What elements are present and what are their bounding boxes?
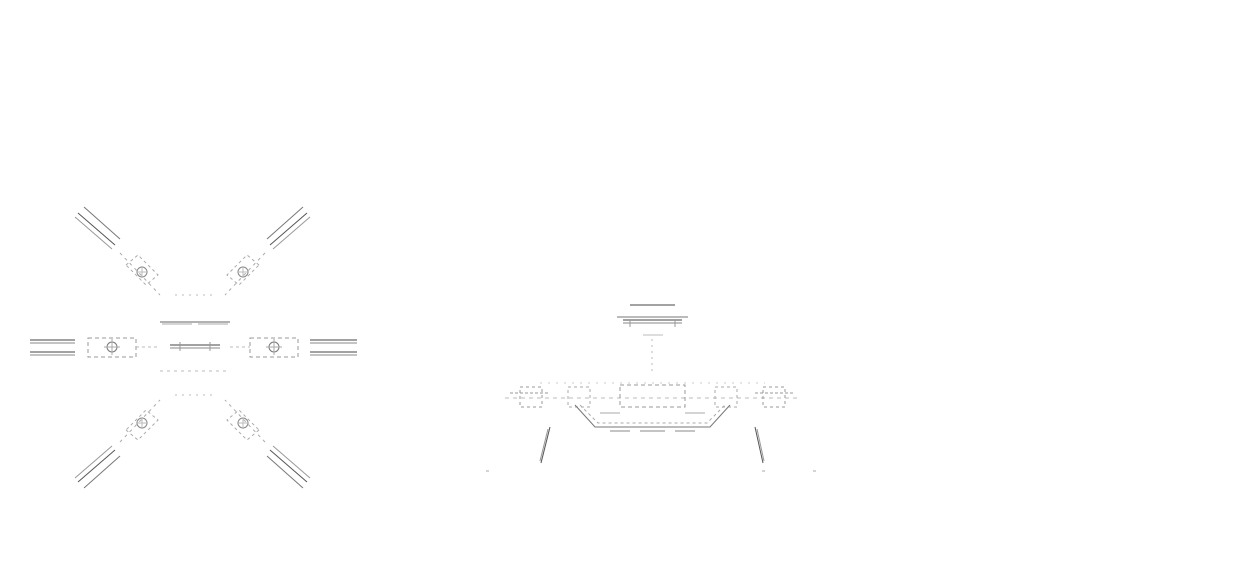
landing-leg-left	[540, 427, 550, 463]
arm-lower-right	[225, 400, 310, 488]
side-view-drawing	[480, 295, 825, 480]
arm-left	[30, 338, 160, 357]
arm-right	[230, 338, 357, 357]
landing-leg-right	[755, 427, 764, 463]
top-view-svg	[20, 195, 370, 500]
center-body	[160, 295, 230, 395]
top-mount	[617, 305, 688, 375]
arm-lower-left	[75, 400, 160, 488]
arm-upper-left	[75, 207, 160, 295]
side-view-svg	[480, 295, 825, 480]
arm-upper-right	[225, 207, 310, 295]
lower-body	[575, 405, 730, 431]
top-view-drawing	[20, 195, 370, 500]
arm-row	[505, 383, 800, 407]
